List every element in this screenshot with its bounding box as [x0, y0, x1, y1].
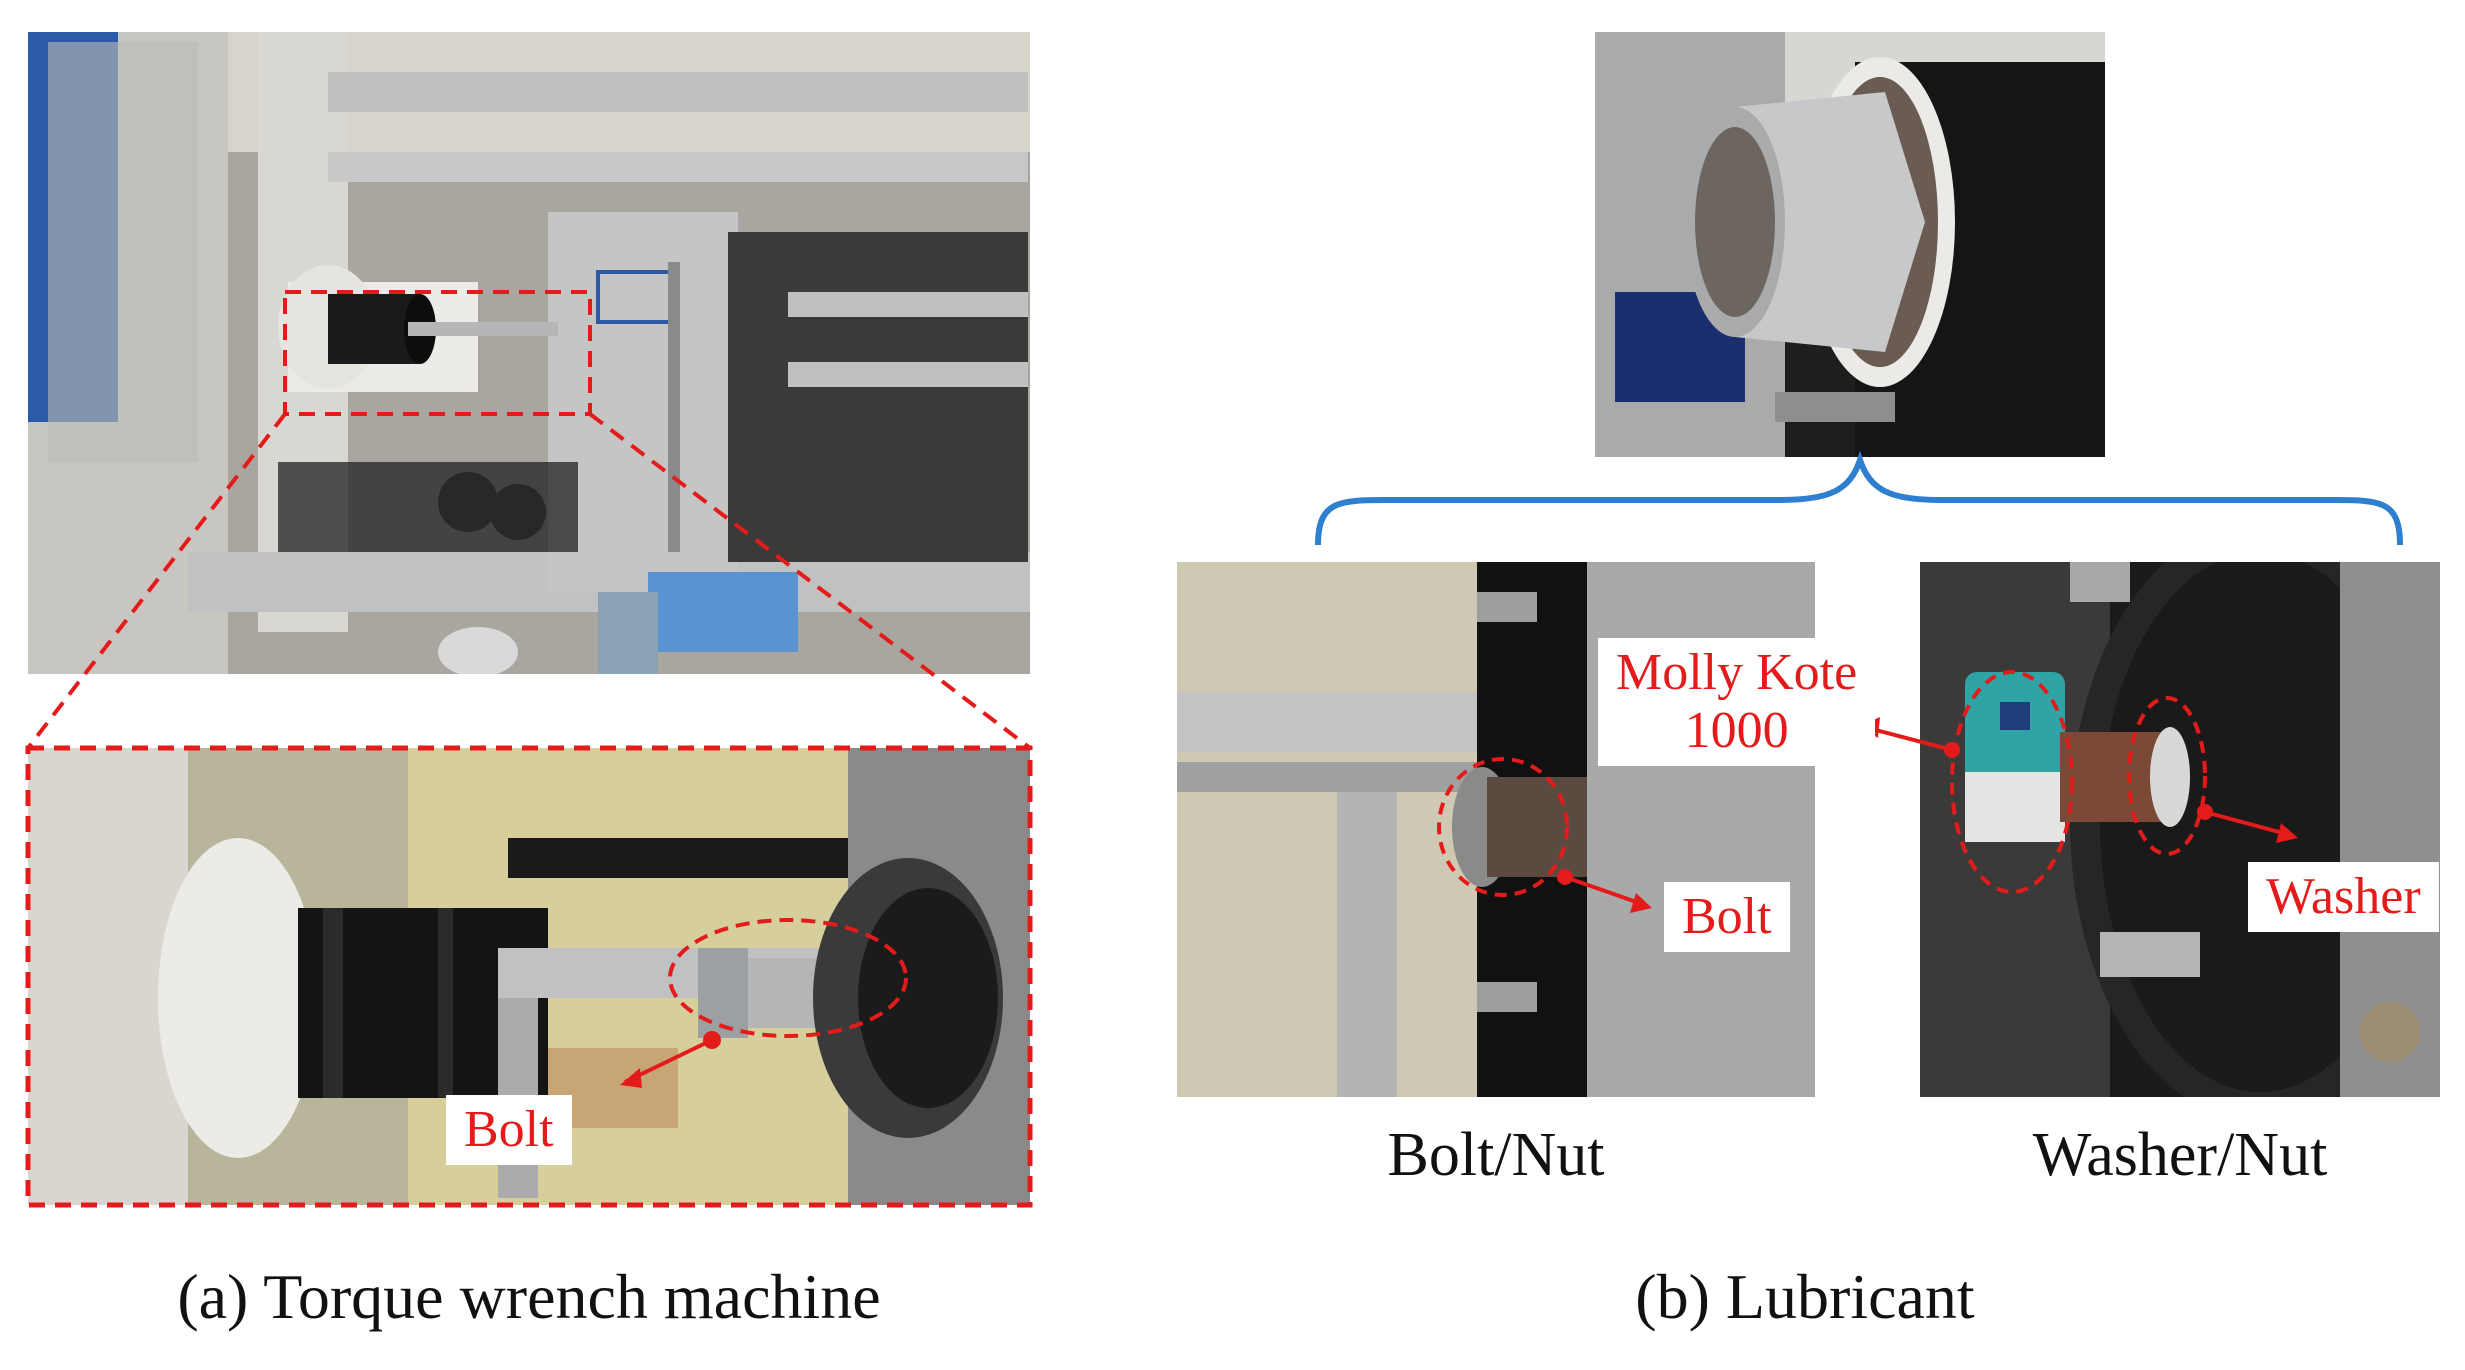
group-brace: [1315, 450, 2403, 546]
bolt-label-a: Bolt: [446, 1095, 572, 1166]
machine-overview-photo: [28, 32, 1030, 674]
bolt-label-b: Bolt: [1664, 882, 1790, 953]
bolt-nut-label: Bolt/Nut: [1387, 1121, 1605, 1189]
lubricant-label: Molly Kote 1000: [1598, 638, 1876, 767]
nut-washer-photo: [1595, 32, 2105, 457]
washer-nut-label: Washer/Nut: [2032, 1121, 2328, 1189]
caption-b: (b) Lubricant: [1635, 1261, 1975, 1332]
caption-a: (a) Torque wrench machine: [177, 1261, 881, 1332]
washer-label: Washer: [2248, 862, 2439, 933]
washer-nut-photo: [1920, 562, 2440, 1097]
